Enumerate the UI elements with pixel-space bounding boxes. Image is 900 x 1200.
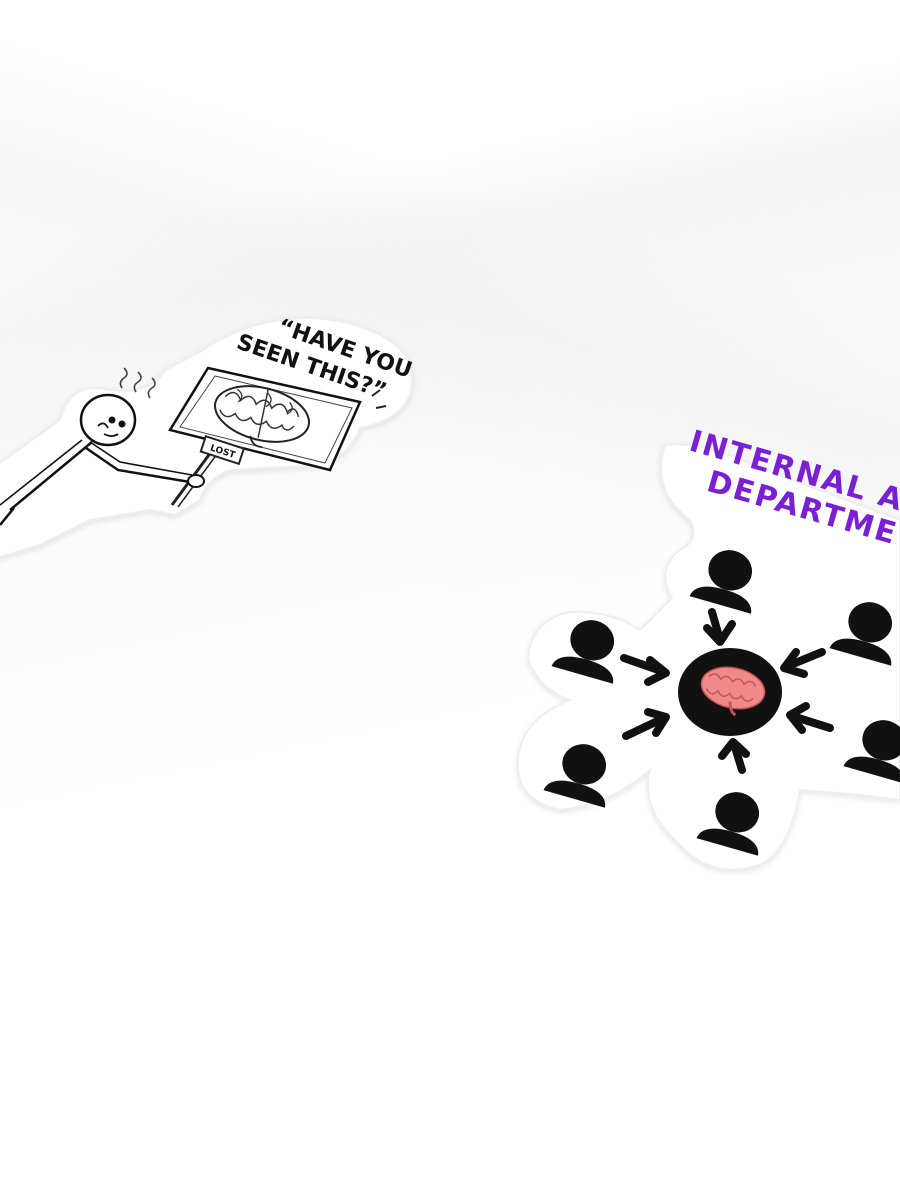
lost-brain-sticker: “HAVE YOU SEEN THIS?” xyxy=(0,314,415,559)
arrow-up-icon xyxy=(718,738,750,774)
person-icon-top xyxy=(689,550,753,614)
arrow-left-icon xyxy=(786,702,834,734)
internal-affairs-sticker: INTERNAL AF DEPARTME xyxy=(516,424,900,871)
person-icon-top-right xyxy=(829,602,893,666)
central-brain-icon xyxy=(678,648,782,736)
sketch-brain-icon xyxy=(214,385,310,448)
person-icon-right xyxy=(843,720,900,784)
arrow-down-icon xyxy=(703,608,736,646)
person-icon-bottom-left xyxy=(543,744,607,808)
stick-figure-icon xyxy=(0,367,205,526)
arrow-down-left-icon xyxy=(780,648,826,678)
brain-sign-board xyxy=(168,366,387,472)
person-icon-bottom xyxy=(696,792,760,856)
person-icon-left xyxy=(551,620,615,684)
arrow-up-right-icon xyxy=(622,708,670,740)
arrow-right-icon xyxy=(620,654,670,686)
